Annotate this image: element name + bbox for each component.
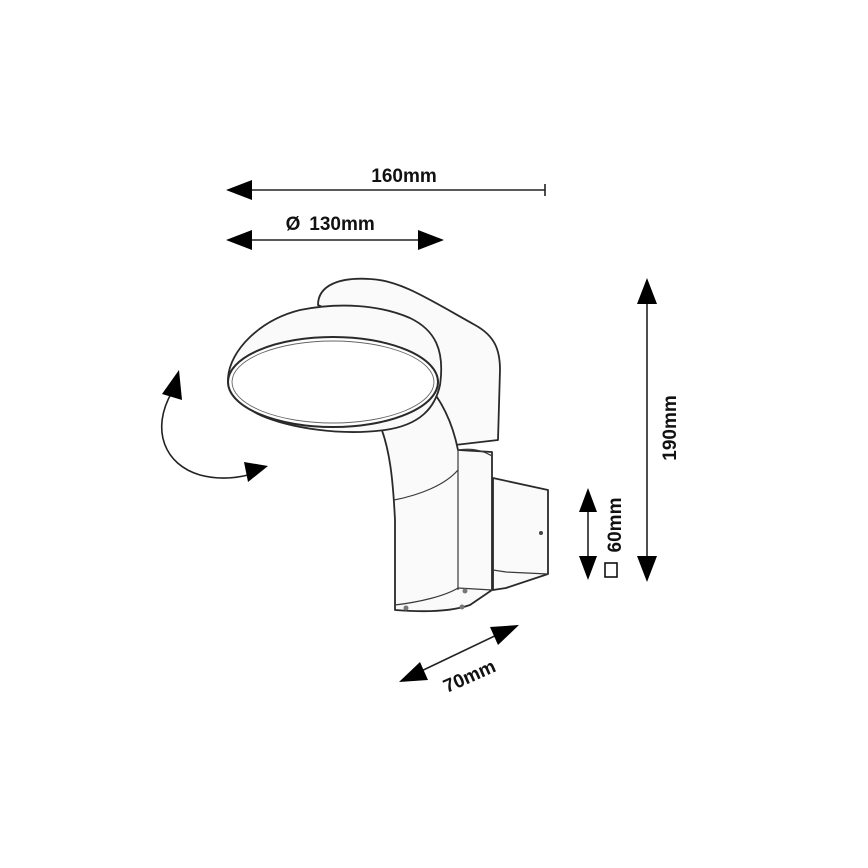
dimension-width-160: 160mm <box>226 166 546 200</box>
screw-icon <box>462 588 468 594</box>
arrow-down-icon <box>579 556 597 580</box>
dimension-label-depth: 70mm <box>440 656 499 698</box>
lamp-lens <box>227 336 439 428</box>
lamp-illustration <box>227 277 549 613</box>
square-symbol-icon <box>604 562 618 578</box>
dimension-label-width: 160mm <box>371 166 437 187</box>
arrow-left-icon <box>226 180 252 200</box>
arrow-up-icon <box>637 278 657 304</box>
arrow-left-icon <box>226 230 252 250</box>
dimension-depth-70: 70mm <box>399 625 519 698</box>
dimension-diameter-130: Ø 130mm <box>226 214 444 250</box>
dimension-label-height: 190mm <box>660 395 681 461</box>
dimension-height-190: 190mm <box>637 278 681 582</box>
arrow-up-icon <box>579 488 597 512</box>
dimension-mount-60: 60mm <box>579 488 626 580</box>
dimension-label-mount: 60mm <box>605 498 626 553</box>
arrow-up-right-icon <box>490 625 519 645</box>
arrow-down-icon <box>637 556 657 582</box>
dimension-label-diameter: 130mm <box>309 214 375 235</box>
arrow-right-icon <box>418 230 444 250</box>
screw-icon <box>403 605 409 611</box>
screw-icon <box>539 531 543 535</box>
mounting-plate <box>492 477 549 591</box>
arrow-down-left-icon <box>399 662 428 682</box>
rotation-arrow-icon <box>161 370 268 482</box>
screw-icon <box>459 604 465 610</box>
diameter-symbol: Ø <box>286 214 301 235</box>
